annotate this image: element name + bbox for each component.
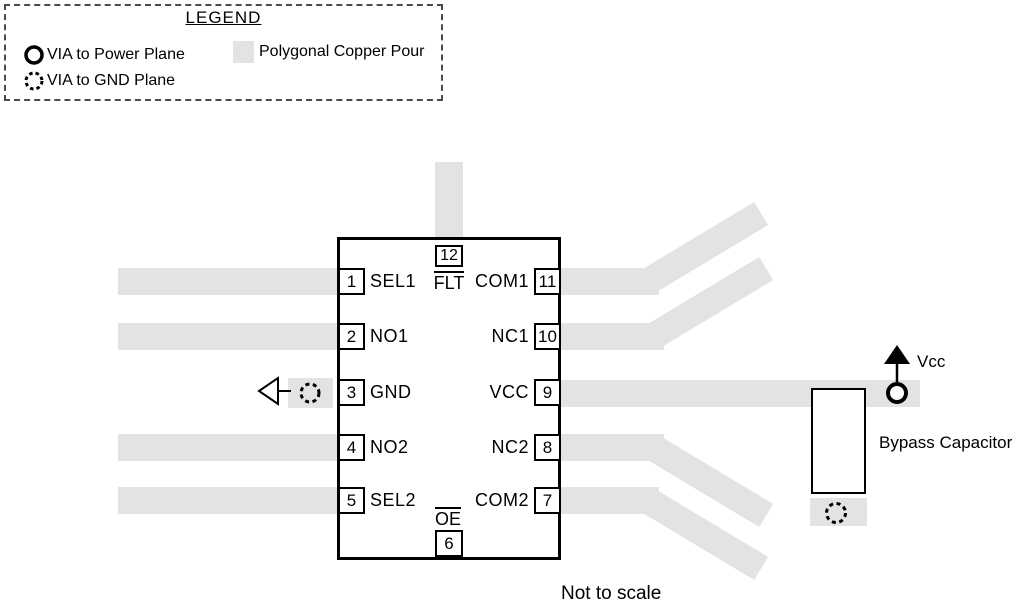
- pin-9: 9: [534, 379, 561, 406]
- trace-pin2: [118, 323, 340, 350]
- flt-overline-text: FLT: [433, 271, 465, 293]
- legend-power-via-label: VIA to Power Plane: [47, 46, 185, 63]
- pin-11-label: COM1: [474, 271, 529, 291]
- pin-7: 7: [534, 487, 561, 514]
- gnd-via-icon: [299, 382, 321, 404]
- power-via-icon: [886, 382, 908, 404]
- trace-pin1: [118, 268, 340, 295]
- bypass-capacitor-outline: [811, 388, 866, 494]
- legend-copper-pour-label: Polygonal Copper Pour: [259, 43, 425, 60]
- gnd-arrow-icon: [257, 376, 291, 406]
- pin-2-label: NO1: [370, 326, 409, 346]
- not-to-scale-label: Not to scale: [561, 583, 662, 604]
- power-via-icon: [24, 45, 44, 65]
- pin-5: 5: [338, 487, 365, 514]
- bypass-capacitor-label: Bypass Capacitor: [879, 433, 1013, 452]
- trace-pin5: [118, 487, 340, 514]
- pin-2: 2: [338, 323, 365, 350]
- ic-outline: [337, 237, 561, 560]
- trace-pin12: [435, 162, 463, 242]
- trace-pin10-angled: [643, 256, 774, 350]
- legend-title: LEGEND: [185, 8, 262, 27]
- trace-pin4: [118, 434, 340, 461]
- oe-overline-text: OE: [434, 507, 461, 529]
- pin-4-label: NO2: [370, 437, 409, 457]
- pin-10: 10: [534, 323, 561, 350]
- trace-pin7-angled: [638, 487, 769, 581]
- pin-6-label: OE: [420, 507, 476, 530]
- pin-12: 12: [435, 245, 463, 267]
- pin-12-label: FLT: [421, 271, 477, 294]
- cap-gnd-via-icon: [825, 502, 847, 524]
- pin-7-label: COM2: [474, 490, 529, 510]
- pin-4: 4: [338, 434, 365, 461]
- copper-pour-swatch: [233, 41, 254, 63]
- pin-1: 1: [338, 268, 365, 295]
- pin-9-label: VCC: [489, 382, 529, 402]
- trace-pin3-gnd-pad: [288, 378, 333, 408]
- legend-gnd-via-label: VIA to GND Plane: [47, 72, 176, 89]
- copper-pour-traces: [118, 162, 920, 581]
- legend-box: LEGEND VIA to Power Plane VIA to GND Pla…: [4, 4, 443, 101]
- pin-5-label: SEL2: [370, 490, 417, 510]
- pin-11: 11: [534, 268, 561, 295]
- vcc-label: Vcc: [917, 352, 946, 371]
- pin-8-label: NC2: [491, 437, 529, 457]
- vcc-arrow-icon: [884, 345, 910, 382]
- pin-8: 8: [534, 434, 561, 461]
- gnd-via-icon: [24, 71, 44, 91]
- trace-pin8-angled: [643, 434, 774, 528]
- pin-3-label: GND: [370, 382, 412, 402]
- pin-10-label: NC1: [491, 326, 529, 346]
- pin-3: 3: [338, 379, 365, 406]
- pin-1-label: SEL1: [370, 271, 417, 291]
- trace-pin11-angled: [638, 201, 769, 295]
- pin-6: 6: [435, 530, 463, 557]
